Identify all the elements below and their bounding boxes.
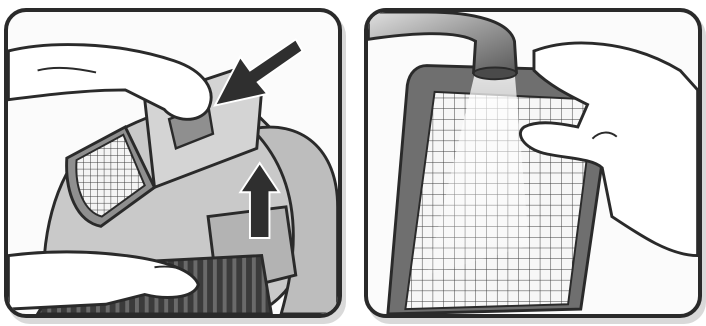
step-2-illustration: [368, 12, 698, 314]
step-1-panel: [4, 8, 342, 318]
step-2-panel: [364, 8, 702, 318]
step-1-illustration: [8, 12, 338, 314]
hand-top: [8, 45, 211, 120]
